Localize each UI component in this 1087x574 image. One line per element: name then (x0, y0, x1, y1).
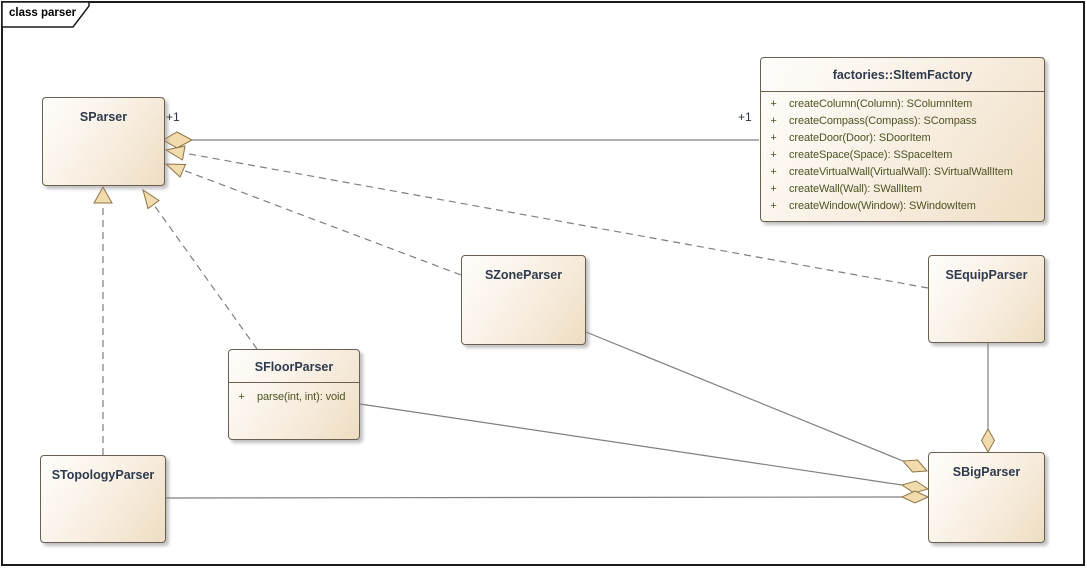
class-box-sparser[interactable]: SParser (42, 97, 165, 186)
diagram-tab-label: class parser (9, 7, 77, 19)
class-name: STopologyParser (51, 468, 155, 482)
method-row: + createWall(Wall): SWallItem (769, 181, 1044, 198)
method-signature: createCompass(Compass): SCompass (789, 115, 977, 127)
multiplicity-label-sparser-end: +1 (166, 110, 180, 124)
method-row: + createWindow(Window): SWindowItem (769, 198, 1044, 215)
method-row: + parse(int, int): void (237, 389, 359, 406)
class-box-sfloorparser[interactable]: SFloorParser + parse(int, int): void (228, 349, 360, 440)
visibility-public: + (770, 149, 777, 161)
aggregation-sbigparser-stopologyparser[interactable] (165, 490, 930, 504)
dependency-arrow-icon (164, 163, 187, 178)
class-box-szoneparser[interactable]: SZoneParser (461, 255, 586, 345)
aggregation-diamond-icon (900, 480, 930, 494)
aggregation-sparser-sitemfactory[interactable] (161, 131, 759, 149)
visibility-public: + (238, 391, 245, 403)
method-row: + createVirtualWall(VirtualWall): SVirtua… (769, 164, 1044, 181)
aggregation-sbigparser-sfloorparser[interactable] (359, 403, 930, 494)
aggregation-diamond-icon (900, 490, 930, 504)
visibility-public: + (770, 98, 777, 110)
class-box-sequipparser[interactable]: SEquipParser (928, 255, 1045, 343)
class-name: SBigParser (952, 465, 1021, 479)
method-signature: createSpace(Space): SSpaceItem (789, 149, 953, 161)
class-box-sbigparser[interactable]: SBigParser (928, 452, 1045, 543)
class-name: SEquipParser (945, 268, 1028, 282)
method-row: + createColumn(Column): SColumnItem (769, 96, 1044, 113)
method-row: + createDoor(Door): SDoorItem (769, 130, 1044, 147)
visibility-public: + (770, 166, 777, 178)
dependency-sequipparser-sparser[interactable] (164, 145, 929, 289)
dependency-szoneparser-sparser[interactable] (164, 163, 462, 276)
aggregation-sbigparser-szoneparser[interactable] (585, 331, 929, 473)
dependency-sfloorparser-sparser[interactable] (142, 188, 258, 350)
visibility-public: + (770, 115, 777, 127)
method-signature: parse(int, int): void (257, 391, 346, 403)
method-signature: createVirtualWall(VirtualWall): SVirtual… (789, 166, 1013, 178)
class-name: SFloorParser (254, 360, 334, 374)
class-box-sitemfactory[interactable]: factories::SItemFactory + createColumn(Co… (760, 57, 1045, 222)
method-row: + createCompass(Compass): SCompass (769, 113, 1044, 130)
method-signature: createWall(Wall): SWallItem (789, 183, 922, 195)
aggregation-diamond-icon (901, 459, 929, 473)
method-signature: createDoor(Door): SDoorItem (789, 132, 931, 144)
class-name: factories::SItemFactory (832, 68, 973, 82)
visibility-public: + (770, 132, 777, 144)
visibility-public: + (770, 183, 777, 195)
method-signature: createWindow(Window): SWindowItem (789, 200, 976, 212)
dependency-arrow-icon (142, 188, 160, 210)
class-box-stopologyparser[interactable]: STopologyParser (40, 455, 166, 543)
multiplicity-label-factory-end: +1 (738, 110, 752, 124)
aggregation-sbigparser-sequipparser[interactable] (980, 343, 996, 454)
method-signature: createColumn(Column): SColumnItem (789, 98, 973, 110)
aggregation-diamond-icon (161, 131, 194, 149)
methods-compartment: + parse(int, int): void (229, 382, 359, 406)
method-row: + createSpace(Space): SSpaceItem (769, 147, 1044, 164)
dependency-arrow-icon (164, 145, 186, 161)
class-name: SZoneParser (484, 268, 563, 282)
aggregation-diamond-icon (980, 427, 996, 454)
generalization-triangle-icon (93, 185, 113, 204)
realization-stopologyparser-sparser[interactable] (93, 185, 113, 455)
visibility-public: + (770, 200, 777, 212)
class-name: SParser (79, 110, 128, 124)
methods-compartment: + createColumn(Column): SColumnItem + crea… (761, 91, 1044, 215)
diagram-tab (1, 1, 90, 28)
